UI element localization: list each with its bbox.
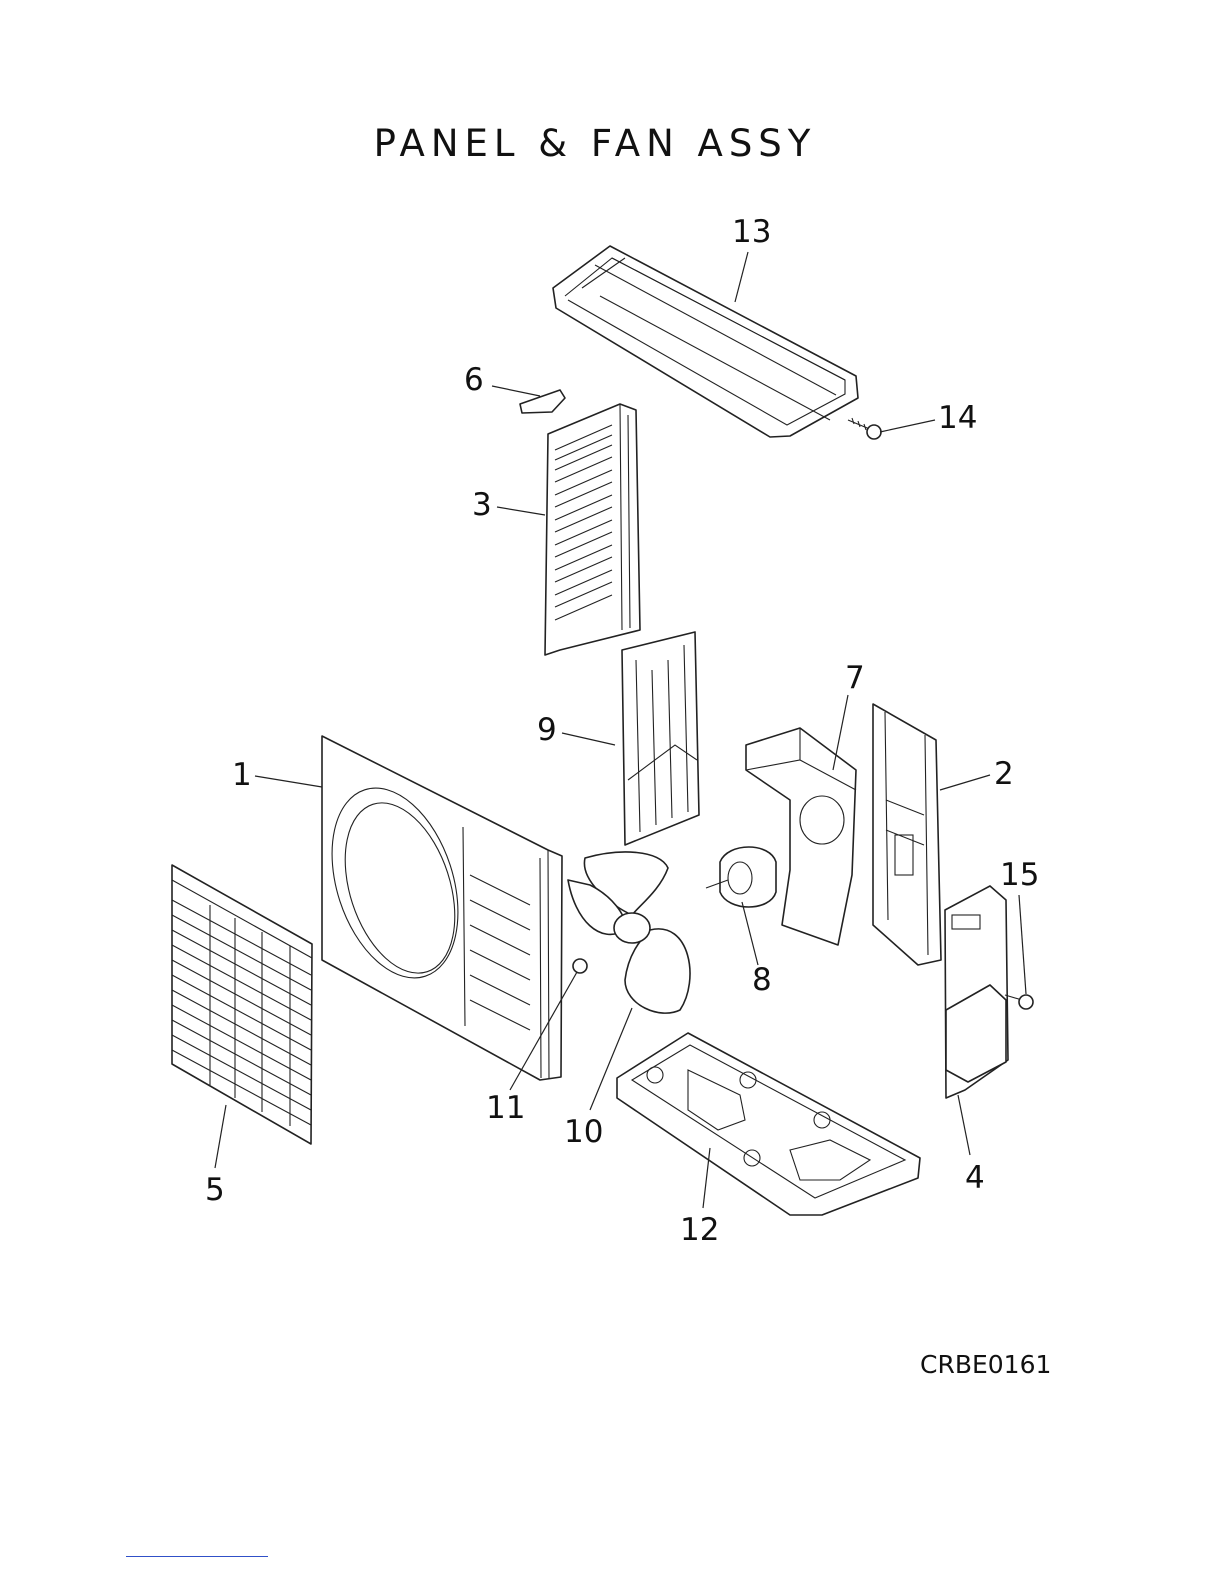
part-1-front-panel (310, 736, 562, 1080)
part-13-top-panel (553, 246, 858, 437)
callout-15: 15 (1000, 857, 1039, 893)
part-15-screw (1005, 995, 1033, 1009)
leader-15 (1019, 895, 1026, 994)
callout-7: 7 (845, 660, 865, 696)
leader-6 (492, 386, 540, 396)
callout-13: 13 (732, 214, 771, 250)
part-9-partition-plate (622, 632, 699, 845)
leader-1 (255, 776, 322, 787)
footer-rule (126, 1556, 268, 1557)
leader-5 (215, 1105, 226, 1168)
part-10-propeller-fan (568, 852, 690, 1013)
callout-6: 6 (464, 362, 484, 398)
callout-1: 1 (232, 757, 252, 793)
leader-4 (958, 1095, 970, 1155)
callout-14: 14 (938, 400, 977, 436)
part-11-nut (573, 959, 587, 973)
callout-3: 3 (472, 487, 492, 523)
callout-4: 4 (965, 1160, 985, 1196)
part-14-screw (848, 418, 881, 439)
callout-9: 9 (537, 712, 557, 748)
leader-3 (497, 507, 545, 515)
part-5-front-grille (172, 865, 312, 1144)
part-7-motor-bracket (746, 728, 856, 945)
part-3-side-panel (545, 404, 640, 655)
leader-8 (742, 902, 758, 965)
leader-13 (735, 252, 748, 302)
callout-2: 2 (994, 756, 1014, 792)
part-4-control-cover (945, 886, 1008, 1098)
leader-14 (880, 420, 935, 432)
part-12-base-pan (617, 1033, 920, 1215)
callout-12: 12 (680, 1212, 719, 1248)
leader-9 (562, 733, 615, 745)
callout-11: 11 (486, 1090, 525, 1126)
leader-2 (940, 775, 990, 790)
callout-10: 10 (564, 1114, 603, 1150)
part-2-right-panel (873, 704, 941, 965)
part-8-fan-motor (706, 847, 776, 907)
drawing-code: CRBE0161 (920, 1350, 1051, 1379)
callout-5: 5 (205, 1172, 225, 1208)
callout-8: 8 (752, 962, 772, 998)
